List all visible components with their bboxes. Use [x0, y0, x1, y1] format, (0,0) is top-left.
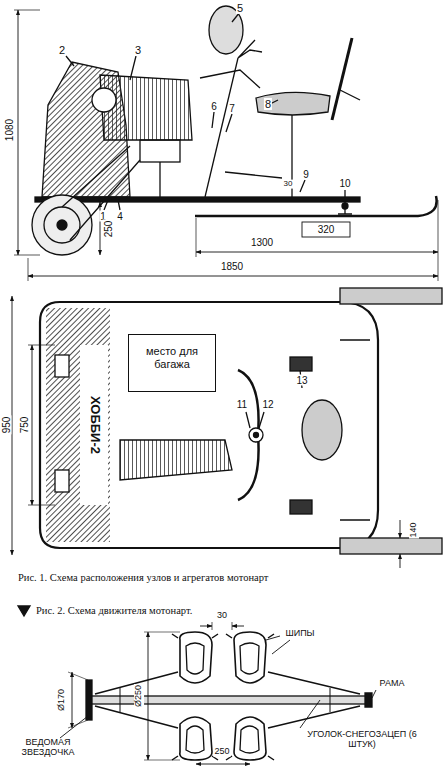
dimension-label: 750: [19, 416, 30, 435]
callout-number: 7: [228, 103, 236, 114]
dimension-label: 1300: [250, 237, 274, 248]
dimension-label: 250: [103, 220, 114, 239]
callout-number: 6: [210, 101, 218, 112]
dimension-label: РАМА: [379, 679, 406, 689]
callout-number: 13: [295, 375, 308, 386]
callout-number: 5: [236, 2, 244, 14]
dimension-label: ШИПЫ: [284, 629, 315, 639]
callout-number: 8: [264, 98, 272, 110]
dimension-label: 320: [317, 224, 336, 235]
callout-number: 2: [58, 44, 66, 56]
dimension-label: Ø170: [57, 688, 67, 712]
dimension-label: ВЕДОМАЯ ЗВЕЗДОЧКА: [8, 738, 88, 758]
dimension-label: УГОЛОК-СНЕГОЗАЦЕП (6 ШТУК): [302, 730, 422, 750]
dimension-label: Ø250: [134, 684, 144, 708]
callout-number: 4: [116, 211, 124, 222]
callout-number: 12: [261, 399, 274, 410]
luggage-area-box: место для багажа: [128, 334, 216, 392]
dimension-label: ХОББИ-2: [88, 395, 102, 455]
callout-number: 11: [236, 399, 248, 410]
dimension-label: 1080: [4, 118, 15, 142]
figure-caption: Рис. 2. Схема движителя мотонарт.: [36, 605, 192, 617]
dimension-label: 1850: [220, 261, 244, 272]
dimension-label: 250: [213, 747, 230, 757]
dimension-label: 140: [409, 521, 419, 538]
callout-number: 3: [134, 44, 142, 56]
node-text: место для багажа: [135, 345, 209, 370]
callout-number: 30: [283, 180, 294, 189]
figure-caption: Рис. 1. Схема расположения узлов и агрег…: [18, 572, 268, 584]
dimension-label: 950: [1, 416, 12, 435]
callout-number: 30: [216, 611, 228, 621]
callout-number: 10: [338, 178, 351, 189]
callout-number: 9: [302, 169, 310, 180]
